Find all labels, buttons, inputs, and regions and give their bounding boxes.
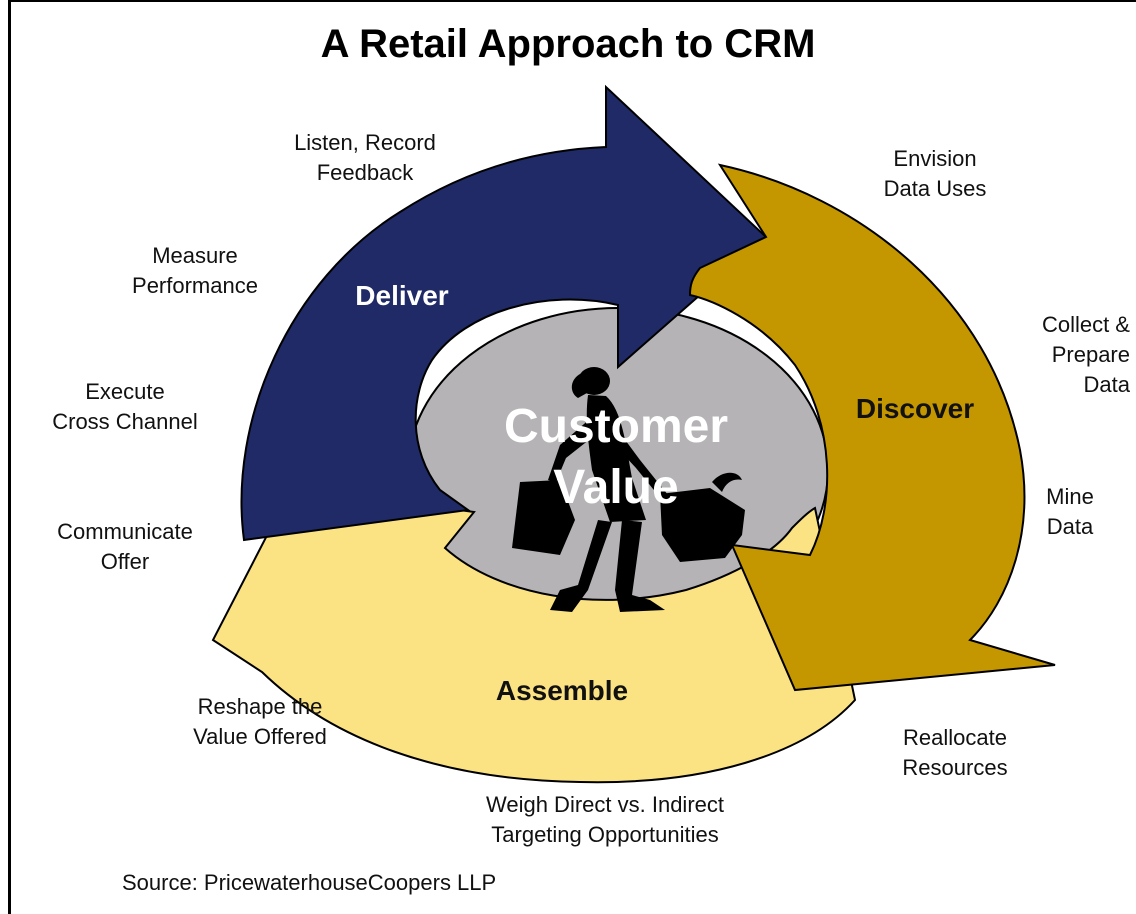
center-line-1: Customer bbox=[504, 400, 728, 453]
diagram-title: A Retail Approach to CRM bbox=[320, 22, 816, 66]
step-label-mine: Mine Data bbox=[1046, 484, 1094, 539]
shopper-silhouette-icon bbox=[512, 367, 745, 612]
phase-label-discover: Discover bbox=[856, 393, 974, 424]
center-line-2: Value bbox=[553, 461, 678, 514]
source-note: Source: PricewaterhouseCoopers LLP bbox=[122, 870, 497, 895]
step-label-measure: Measure Performance bbox=[132, 243, 258, 298]
top-border bbox=[8, 0, 1136, 2]
step-label-weigh: Weigh Direct vs. Indirect Targeting Oppo… bbox=[485, 792, 724, 847]
step-label-reshape: Reshape the Value Offered bbox=[193, 694, 327, 749]
left-border bbox=[8, 0, 11, 914]
assemble-arrow bbox=[211, 485, 857, 784]
step-label-execute: Execute Cross Channel bbox=[52, 379, 198, 434]
deliver-arrow bbox=[240, 84, 768, 542]
phase-label-assemble: Assemble bbox=[496, 675, 628, 706]
step-label-reallocate: Reallocate Resources bbox=[902, 725, 1008, 780]
step-label-communicate: Communicate Offer bbox=[57, 519, 193, 574]
step-label-collect: Collect & Prepare Data bbox=[1041, 312, 1130, 397]
step-label-listen: Listen, Record Feedback bbox=[294, 130, 436, 185]
phase-label-deliver: Deliver bbox=[355, 280, 448, 311]
step-label-envision: Envision Data Uses bbox=[883, 146, 987, 201]
